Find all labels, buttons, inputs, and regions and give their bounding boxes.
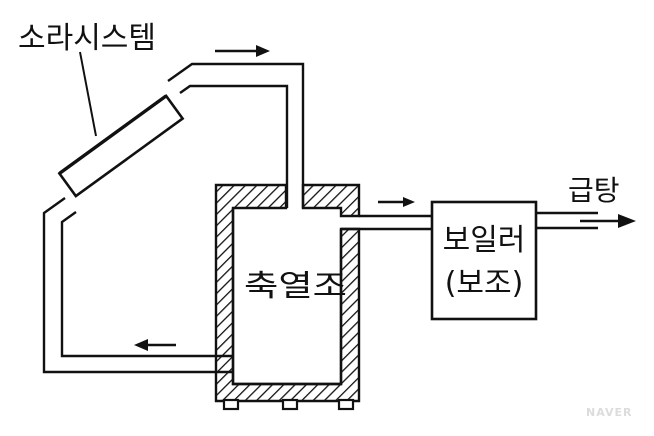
boiler-box — [430, 200, 538, 321]
hot-water-supply-label: 급탕 — [568, 174, 620, 207]
boiler-aux-label: (보조) — [445, 266, 524, 301]
storage-tank-inner-wall — [231, 208, 343, 386]
flow-arrow-top-icon — [215, 45, 270, 57]
collector-loop-pipe — [42, 62, 305, 374]
solar-collector-panel — [57, 94, 185, 198]
storage-tank-feet — [222, 398, 355, 411]
tank-to-boiler-pipe — [341, 214, 432, 231]
flow-arrow-return-icon — [134, 339, 176, 351]
hot-water-arrow-icon — [618, 214, 636, 228]
storage-tank-label: 축열조 — [244, 269, 347, 304]
flow-arrow-boiler-icon — [378, 197, 415, 207]
solar-label-leader — [79, 51, 97, 137]
boiler-label: 보일러 — [443, 223, 526, 258]
solar-system-label: 소라시스템 — [18, 21, 156, 56]
hot-water-outlet-pipe — [536, 211, 622, 230]
naver-watermark: NAVER — [586, 406, 632, 419]
